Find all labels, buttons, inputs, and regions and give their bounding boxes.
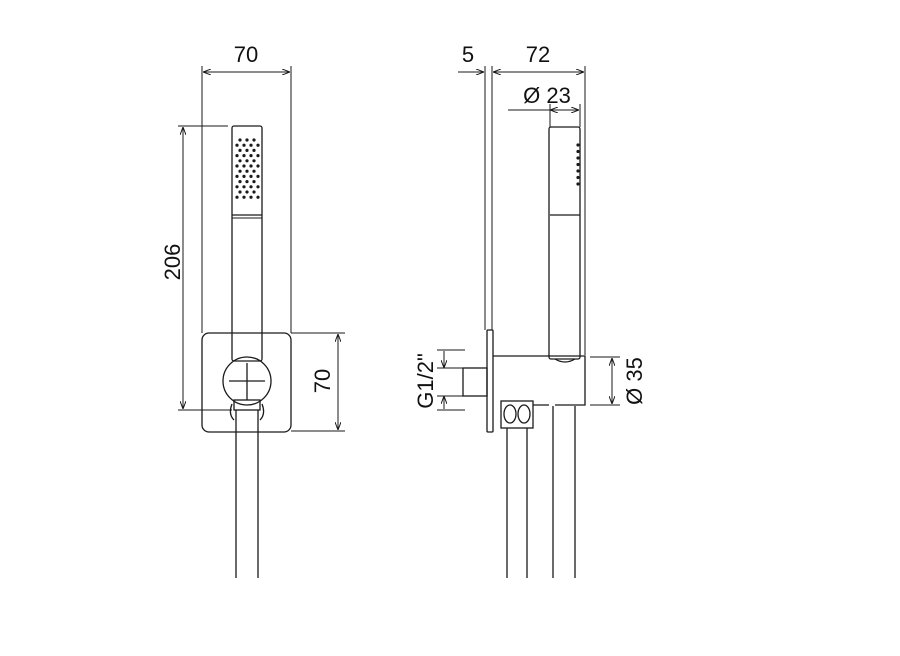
nozzle-dot bbox=[252, 190, 256, 194]
side-view: 5 72 Ø 23 G1/2" Ø 35 bbox=[413, 42, 647, 578]
nozzle-dot bbox=[242, 195, 246, 199]
nozzle-dot bbox=[256, 143, 260, 147]
nozzle-dot bbox=[242, 174, 246, 178]
height-dimension-label: 206 bbox=[160, 244, 185, 281]
nozzle-dot bbox=[235, 195, 239, 199]
holder-knob bbox=[222, 356, 272, 406]
hose-nut bbox=[500, 400, 534, 429]
nozzle-dot bbox=[238, 190, 242, 194]
nozzle-dot bbox=[245, 148, 249, 152]
hand-shower bbox=[231, 125, 263, 362]
wall-plate bbox=[201, 332, 292, 433]
nozzle-dot bbox=[249, 195, 253, 199]
hand-shower-side bbox=[548, 126, 581, 360]
nozzle-dot bbox=[576, 143, 580, 147]
width-dimension-label: 70 bbox=[234, 42, 258, 67]
connection-label: G1/2" bbox=[413, 353, 438, 409]
nozzle-dot bbox=[576, 156, 580, 160]
spray-nozzles-side bbox=[576, 143, 580, 186]
nozzle-dot bbox=[242, 154, 246, 158]
front-view: 70 206 70 bbox=[160, 42, 345, 578]
nozzle-dot bbox=[252, 169, 256, 173]
nozzle-dot bbox=[242, 185, 246, 189]
nozzle-dot bbox=[576, 162, 580, 167]
nozzle-dot bbox=[576, 149, 580, 154]
nozzle-dot bbox=[238, 169, 242, 173]
nozzle-dot bbox=[249, 143, 253, 147]
nozzle-dot bbox=[249, 154, 253, 158]
nozzle-dot bbox=[256, 174, 260, 178]
nozzle-dot bbox=[252, 159, 256, 163]
nozzle-dot bbox=[249, 174, 253, 178]
nozzle-dot bbox=[249, 164, 253, 168]
wall-plate-side bbox=[486, 329, 494, 433]
holder-body bbox=[493, 355, 586, 406]
nozzle-dot bbox=[252, 138, 256, 142]
nozzle-dot bbox=[252, 148, 256, 152]
nozzle-dot bbox=[256, 195, 260, 199]
depth-dimension-label: 72 bbox=[526, 42, 550, 67]
nozzle-dot bbox=[245, 138, 249, 142]
nozzle-dot bbox=[576, 169, 580, 173]
nozzle-dot bbox=[242, 164, 246, 168]
nozzle-dot bbox=[252, 180, 256, 184]
nozzle-dot bbox=[235, 164, 239, 168]
nozzle-dot bbox=[245, 190, 249, 194]
nozzle-dot bbox=[576, 175, 580, 180]
inlet-nipple bbox=[462, 367, 488, 397]
nozzle-dot bbox=[245, 159, 249, 163]
nozzle-dot bbox=[249, 185, 253, 189]
handshower-diameter-label: Ø 23 bbox=[523, 83, 571, 108]
nozzle-dot bbox=[256, 185, 260, 189]
nozzle-dot bbox=[576, 182, 580, 186]
body-diameter-label: Ø 35 bbox=[622, 357, 647, 405]
nozzle-dot bbox=[235, 185, 239, 189]
nozzle-dot bbox=[238, 138, 242, 142]
nozzle-dot bbox=[235, 143, 239, 147]
thickness-dimension-label: 5 bbox=[462, 42, 474, 67]
nozzle-dot bbox=[235, 174, 239, 178]
spray-nozzles bbox=[235, 138, 260, 199]
nozzle-dot bbox=[238, 148, 242, 152]
plate-dimension-label: 70 bbox=[310, 369, 335, 393]
nozzle-dot bbox=[245, 169, 249, 173]
nozzle-dot bbox=[256, 164, 260, 168]
nozzle-dot bbox=[235, 154, 239, 158]
nozzle-dot bbox=[256, 154, 260, 158]
nozzle-dot bbox=[245, 180, 249, 184]
hose-connector bbox=[229, 403, 265, 421]
nozzle-dot bbox=[238, 159, 242, 163]
nozzle-dot bbox=[238, 180, 242, 184]
nozzle-dot bbox=[242, 143, 246, 147]
